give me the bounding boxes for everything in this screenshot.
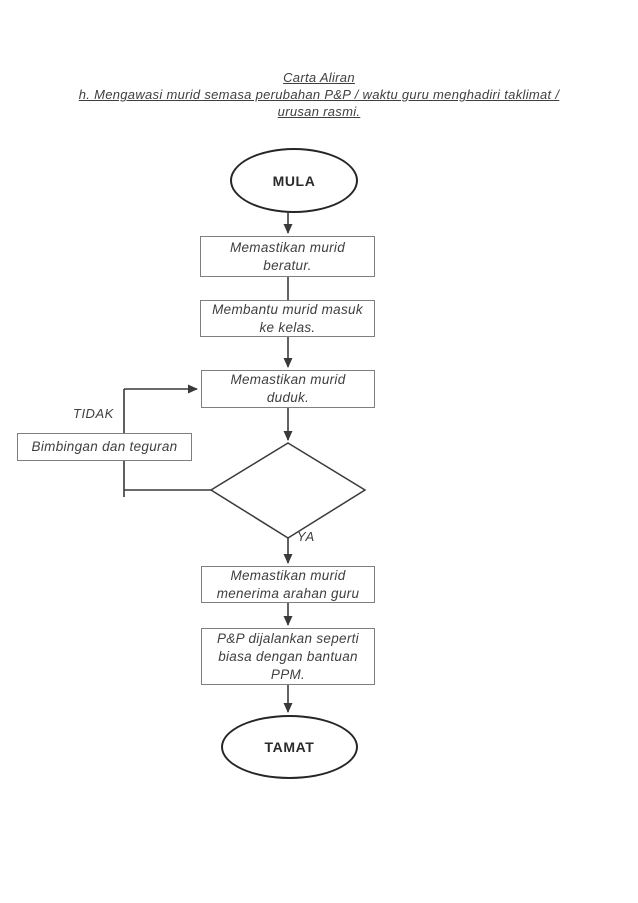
title-line-2: h. Mengawasi murid semasa perubahan P&P …: [78, 87, 560, 102]
feedback-bimbingan: Bimbingan dan teguran: [17, 433, 192, 461]
label-ya: YA: [297, 529, 315, 544]
step-beratur-label: Memastikan murid beratur.: [229, 239, 346, 273]
start-label: MULA: [272, 172, 316, 189]
step-duduk-label: Memastikan murid duduk.: [230, 372, 346, 405]
page-title: Carta Aliran h. Mengawasi murid semasa p…: [0, 69, 638, 120]
decision-diamond: [209, 442, 367, 539]
end-label: TAMAT: [264, 739, 315, 755]
title-line-3: urusan rasmi.: [277, 104, 361, 119]
title-line-1: Carta Aliran: [283, 70, 355, 85]
label-tidak: TIDAK: [73, 406, 114, 421]
step-masuk-kelas-label: Membantu murid masuk ke kelas.: [212, 301, 363, 335]
step-beratur: Memastikan murid beratur.: [200, 236, 375, 277]
step-pnp-ppm-label: P&P dijalankan seperti biasa dengan bant…: [217, 630, 359, 682]
end-terminator: TAMAT: [221, 715, 358, 779]
feedback-bimbingan-label: Bimbingan dan teguran: [31, 439, 178, 454]
step-duduk: Memastikan murid duduk.: [201, 370, 375, 408]
step-arahan-guru-label: Memastikan murid menerima arahan guru: [216, 567, 360, 601]
step-masuk-kelas: Membantu murid masuk ke kelas.: [200, 300, 375, 337]
step-pnp-ppm: P&P dijalankan seperti biasa dengan bant…: [201, 628, 375, 685]
step-arahan-guru: Memastikan murid menerima arahan guru: [201, 566, 375, 603]
start-terminator: MULA: [230, 148, 358, 213]
